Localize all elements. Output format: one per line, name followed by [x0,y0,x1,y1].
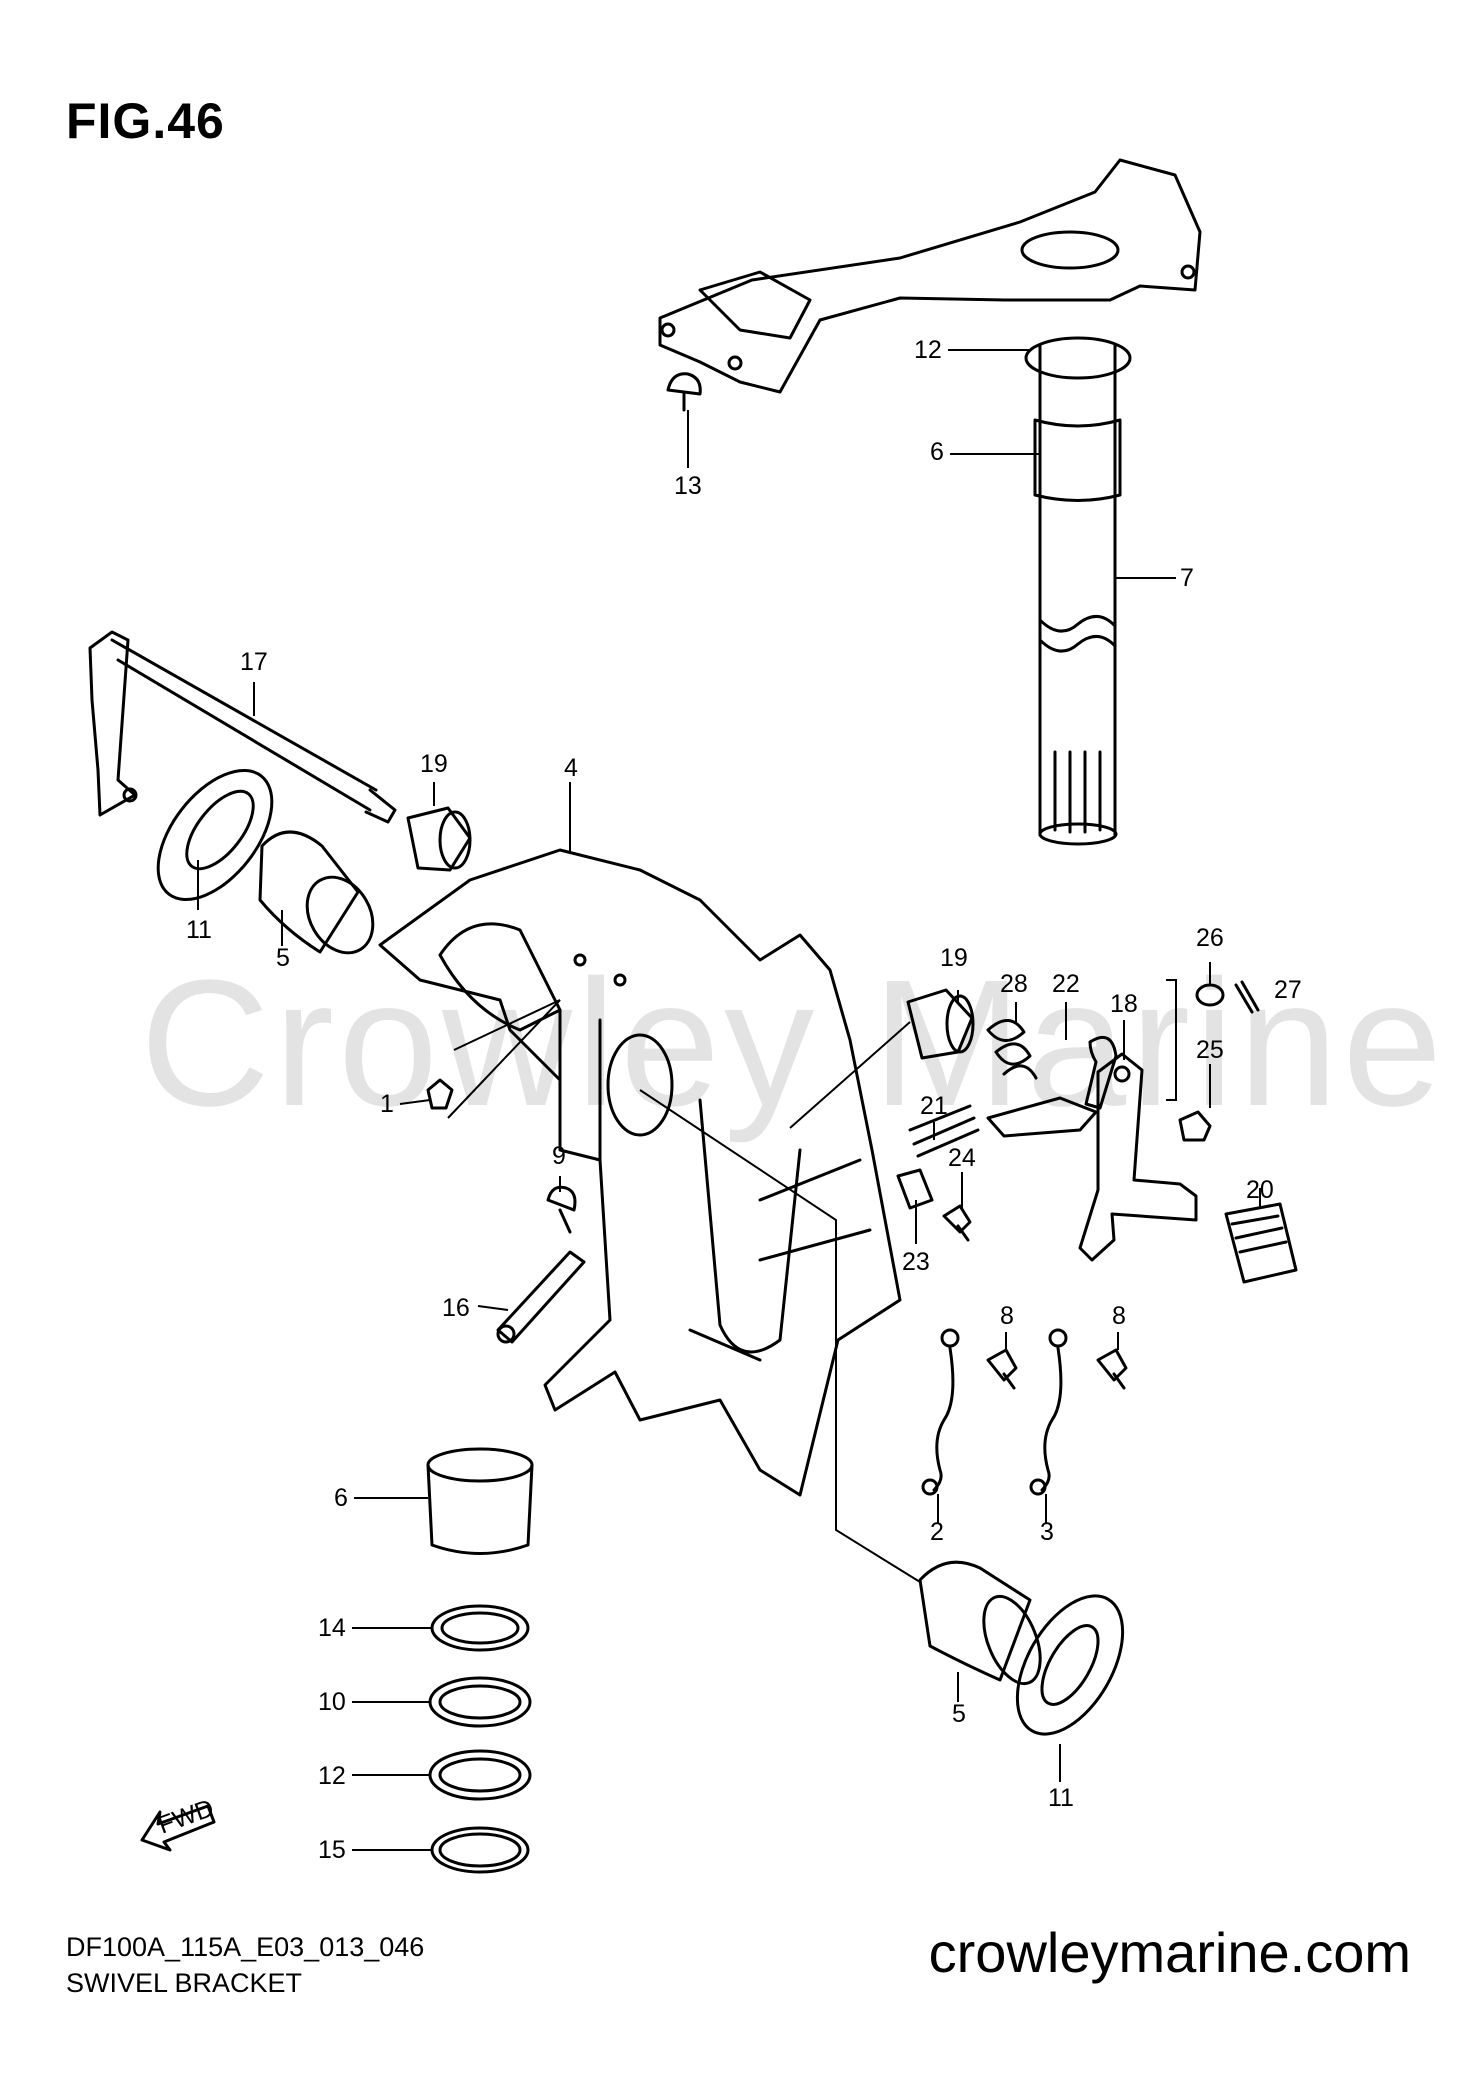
leader-lines [197,349,1261,1851]
spring-28 [986,1019,1038,1080]
screw-8-right [1096,1348,1128,1390]
callout-8-left: 8 [1000,1302,1014,1330]
callouts: 1 2 3 4 5 5 6 6 7 8 8 9 10 11 11 12 12 1… [186,336,1302,1864]
steering-arm [658,158,1202,394]
washer-10 [428,1676,532,1728]
callout-2: 2 [930,1518,944,1546]
bush-5-right [918,1560,1042,1686]
callout-19-right: 19 [940,944,968,972]
callout-10: 10 [318,1688,346,1716]
callout-5-right: 5 [952,1700,966,1728]
tilt-shaft [88,630,397,824]
swivel-shaft [1024,336,1132,846]
clip-22 [1084,1035,1118,1110]
callout-4: 4 [564,754,578,782]
callout-8-right: 8 [1112,1302,1126,1330]
callout-19-left: 19 [420,750,448,778]
callout-7: 7 [1180,564,1194,592]
diagram-name: SWIVEL BRACKET [66,1968,303,1998]
callout-6-upper: 6 [930,438,944,466]
callout-1: 1 [380,1090,394,1118]
watermark: Crowley Marine [140,943,1447,1144]
callout-13: 13 [674,472,702,500]
callout-20: 20 [1246,1176,1274,1204]
callout-5-left: 5 [276,944,290,972]
figure-title: FIG.46 [66,93,225,149]
washer-14 [430,1604,530,1652]
callout-17: 17 [240,648,268,676]
callout-27: 27 [1274,976,1302,1004]
callout-3: 3 [1040,1518,1054,1546]
nut-25 [1178,1110,1212,1142]
lever-18 [1078,1052,1198,1262]
callout-11-left: 11 [186,916,212,944]
callout-11-right: 11 [1048,1784,1074,1812]
callout-18: 18 [1110,990,1138,1018]
callout-9: 9 [552,1142,566,1170]
fwd-arrow: FWD [140,1794,218,1852]
site-link[interactable]: crowleymarine.com [928,1921,1411,1984]
callout-23: 23 [902,1248,930,1276]
callout-21: 21 [920,1092,948,1120]
washer-26 [1195,983,1225,1007]
cotter-pin-27 [1234,980,1260,1014]
grip-20 [1224,1202,1298,1284]
bolt-13 [666,372,702,412]
screw-24 [942,1204,972,1242]
pin-16 [496,1250,586,1344]
circlip-15 [430,1826,530,1874]
screw-8-left [986,1348,1018,1390]
callout-22: 22 [1052,970,1080,998]
callout-6-lower: 6 [334,1484,348,1512]
callout-26: 26 [1196,924,1224,952]
bush-6-lower [426,1447,534,1555]
ground-wire-2 [921,1328,960,1496]
lever-21 [908,1096,1098,1158]
callout-16: 16 [442,1294,470,1322]
bush-19-right [906,988,975,1060]
washer-11-left [156,768,274,902]
washer-11-right [1015,1594,1125,1736]
callout-12-upper: 12 [914,336,942,364]
grease-nipple [426,1078,454,1110]
bush-5-left [258,830,375,955]
plate-23 [896,1168,934,1210]
callout-12-lower: 12 [318,1762,346,1790]
swivel-bracket [378,848,902,1497]
callout-28: 28 [1000,970,1028,998]
callout-14: 14 [318,1614,346,1642]
bush-19-left [406,806,472,872]
callout-24: 24 [948,1144,976,1172]
ground-wire-3 [1029,1328,1068,1496]
callout-25: 25 [1196,1036,1224,1064]
bolt-9 [546,1185,577,1234]
washer-12-lower [428,1749,532,1801]
callout-15: 15 [318,1836,346,1864]
diagram-code: DF100A_115A_E03_013_046 [66,1932,425,1962]
